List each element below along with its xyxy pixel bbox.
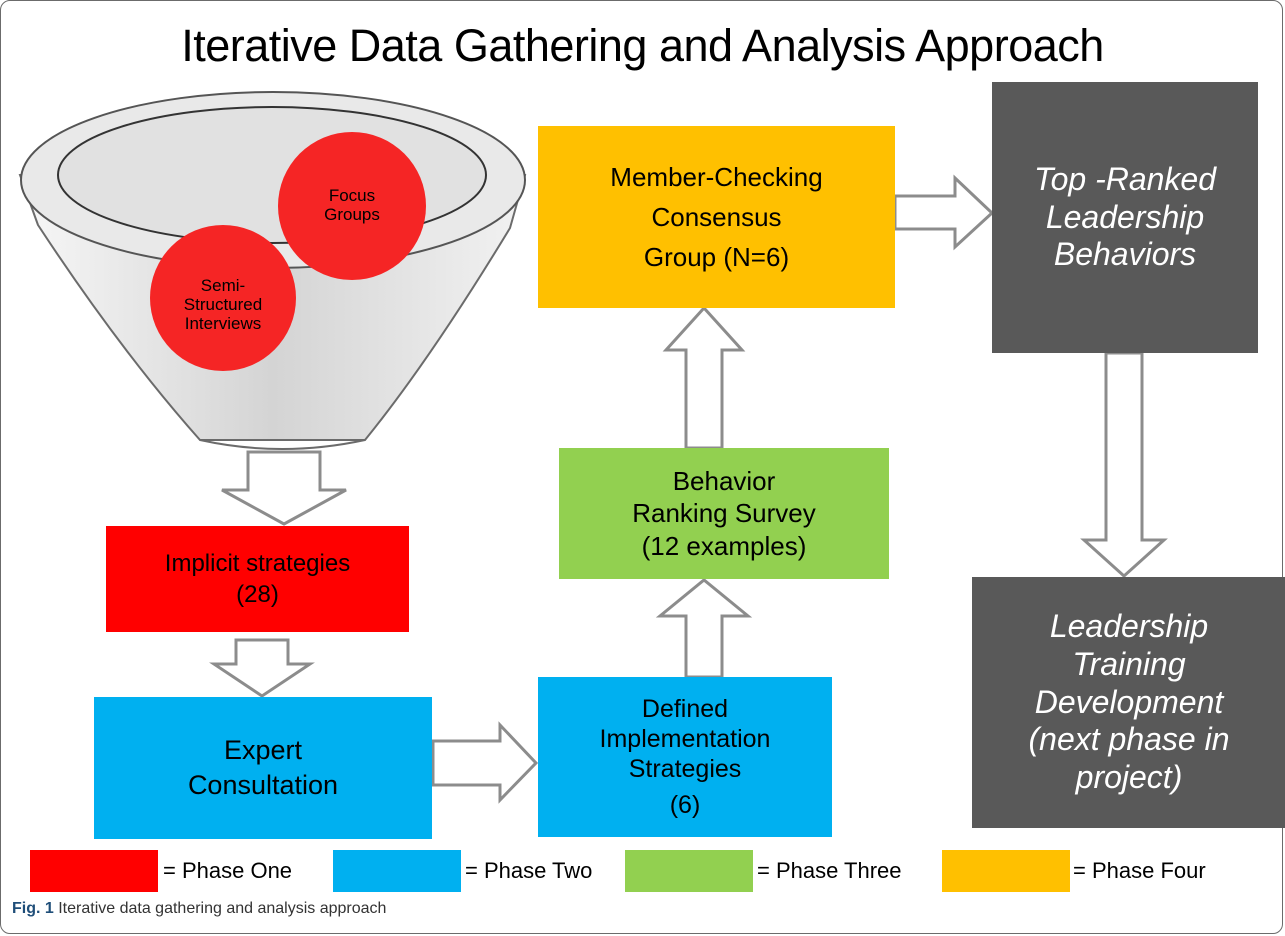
interviews-bubble (150, 225, 296, 371)
diagram-title: Iterative Data Gathering and Analysis Ap… (181, 20, 1104, 71)
interviews-line-2: Structured (183, 295, 263, 315)
member-checking-box: Member-Checking Consensus Group (N=6) (538, 126, 895, 308)
interviews-label: Semi- Structured Interviews (163, 276, 283, 333)
legend-swatch-phase-four (942, 850, 1070, 892)
focus-groups-label: Focus Groups (302, 186, 402, 224)
arrow-funnel-to-implicit (221, 450, 347, 526)
defined-strategies-box: Defined Implementation Strategies (6) (538, 677, 832, 837)
funnel-bottom (199, 439, 366, 450)
ranking-survey-box: Behavior Ranking Survey (12 examples) (559, 448, 889, 579)
expert-line-1: Expert (223, 734, 303, 765)
member-line-3: Group (N=6) (643, 242, 790, 273)
arrow-expert-to-defined (431, 721, 539, 804)
member-line-1: Member-Checking (610, 161, 823, 192)
defined-line-3: Strategies (628, 755, 742, 783)
legend-label-phase-one: = Phase One (163, 858, 293, 883)
expert-consultation-box: Expert Consultation (94, 697, 432, 839)
top-ranked-line-2: Leadership (1045, 198, 1205, 235)
defined-line-2: Implementation (599, 725, 771, 753)
leadership-line-3: Development (1034, 683, 1224, 720)
leadership-line-5: project) (1075, 759, 1183, 796)
top-ranked-line-3: Behaviors (1053, 236, 1197, 273)
top-ranked-behaviors-box: Top -Ranked Leadership Behaviors (992, 82, 1258, 353)
legend-swatch-phase-three (625, 850, 753, 892)
survey-line-3: (12 examples) (641, 530, 807, 561)
top-ranked-line-1: Top -Ranked (1033, 160, 1217, 197)
implicit-line-2: (28) (236, 581, 279, 608)
defined-line-1: Defined (641, 695, 729, 723)
arrow-survey-to-member (662, 305, 746, 450)
expert-line-2: Consultation (187, 770, 339, 800)
defined-line-4: (6) (669, 791, 701, 819)
leadership-line-4: (next phase in (1028, 721, 1230, 758)
survey-line-1: Behavior (672, 465, 776, 496)
caption-prefix: Fig. 1 (12, 900, 54, 917)
figure-caption: Fig. 1 Iterative data gathering and anal… (12, 900, 386, 918)
legend-label-phase-two: = Phase Two (465, 858, 593, 883)
implicit-strategies-box: Implicit strategies (28) (106, 526, 409, 632)
legend-swatch-phase-one (30, 850, 158, 892)
interviews-line-3: Interviews (184, 314, 262, 334)
caption-text: Iterative data gathering and analysis ap… (53, 900, 387, 917)
focus-groups-bubble (278, 132, 426, 280)
arrow-implicit-to-expert (209, 638, 315, 698)
arrow-member-to-top (893, 174, 995, 251)
implicit-line-1: Implicit strategies (164, 549, 351, 577)
leadership-training-box: Leadership Training Development (next ph… (972, 577, 1285, 828)
arrow-top-to-leadership (1080, 351, 1168, 579)
leadership-line-1: Leadership (1049, 608, 1209, 645)
member-line-2: Consensus (651, 201, 782, 232)
arrow-defined-to-survey (655, 578, 753, 679)
survey-line-2: Ranking Survey (632, 498, 816, 529)
leadership-line-2: Training (1072, 645, 1186, 682)
focus-groups-line-2: Groups (324, 205, 380, 225)
interviews-line-1: Semi- (200, 276, 246, 295)
focus-groups-line-1: Focus (328, 186, 376, 205)
legend-swatch-phase-two (333, 850, 461, 892)
legend-label-phase-four: = Phase Four (1073, 858, 1206, 883)
legend-label-phase-three: = Phase Three (757, 858, 902, 883)
